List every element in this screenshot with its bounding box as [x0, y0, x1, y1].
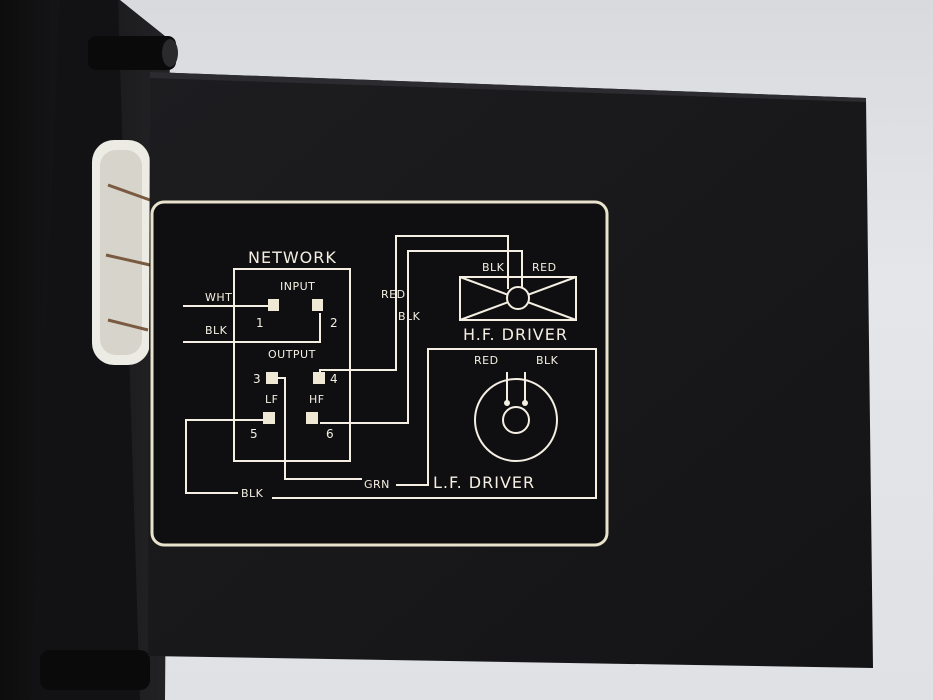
- blk-bottom-wire-label: BLK: [241, 487, 264, 500]
- wht-wire-label: WHT: [205, 291, 233, 304]
- ceramic-terminal: [92, 140, 151, 365]
- terminal-4-label: 4: [330, 372, 339, 386]
- lf-driver-label: L.F. DRIVER: [433, 473, 536, 492]
- hf-driver-voice-coil: [506, 286, 530, 310]
- terminal-2-label: 2: [330, 316, 339, 330]
- terminal-3-label: 3: [253, 372, 262, 386]
- grn-wire-label: GRN: [364, 478, 390, 491]
- label-plate: [150, 200, 609, 547]
- hf-red-label: RED: [532, 261, 557, 274]
- hf-blk-label: BLK: [482, 261, 505, 274]
- terminal-pads: [263, 299, 325, 424]
- terminal-6-label: 6: [326, 427, 335, 441]
- blk-input-wire-label: BLK: [205, 324, 228, 337]
- input-label: INPUT: [280, 280, 316, 293]
- wiring-diagram: [183, 235, 597, 499]
- top-bolt: [88, 36, 176, 70]
- blk-hf-wire-label: BLK: [398, 310, 421, 323]
- lf-blk-label: BLK: [536, 354, 559, 367]
- hf-label: HF: [309, 393, 325, 406]
- lf-label: LF: [265, 393, 279, 406]
- terminal-1-label: 1: [256, 316, 265, 330]
- bottom-bolt: [40, 650, 150, 690]
- red-hf-wire-label: RED: [381, 288, 406, 301]
- output-label: OUTPUT: [268, 348, 316, 361]
- lf-red-label: RED: [474, 354, 499, 367]
- network-title: NETWORK: [248, 248, 337, 267]
- terminal-5-label: 5: [250, 427, 259, 441]
- hf-driver-label: H.F. DRIVER: [463, 325, 568, 344]
